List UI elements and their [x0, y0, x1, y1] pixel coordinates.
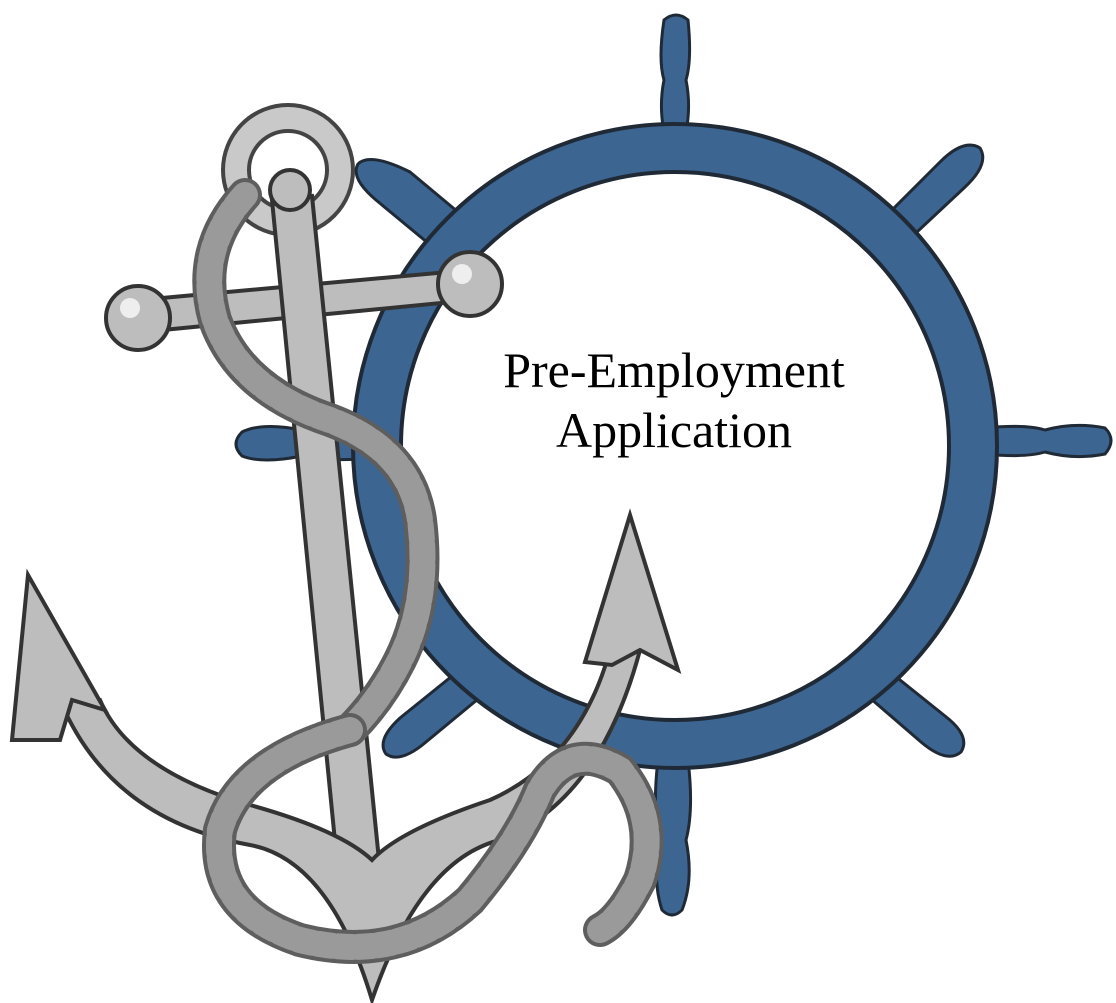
- rope-icon: [192, 178, 664, 964]
- anchor-fluke-right: [582, 508, 682, 675]
- wheel-spoke-top: [659, 13, 692, 142]
- title-line-1: Pre-Employment: [503, 342, 845, 398]
- title-line-2: Application: [555, 402, 793, 458]
- anchor-stock-ball-right: [436, 250, 504, 318]
- anchor-fluke-left: [9, 568, 110, 742]
- wheel-spoke-bottom-left: [381, 665, 487, 759]
- page-title: Pre-Employment Application: [474, 340, 874, 460]
- anchor-stock-ball-left: [104, 284, 172, 352]
- wheel-spoke-bottom-right: [860, 665, 966, 758]
- wheel-spoke-right: [983, 423, 1113, 459]
- anchor-icon: [9, 103, 682, 1003]
